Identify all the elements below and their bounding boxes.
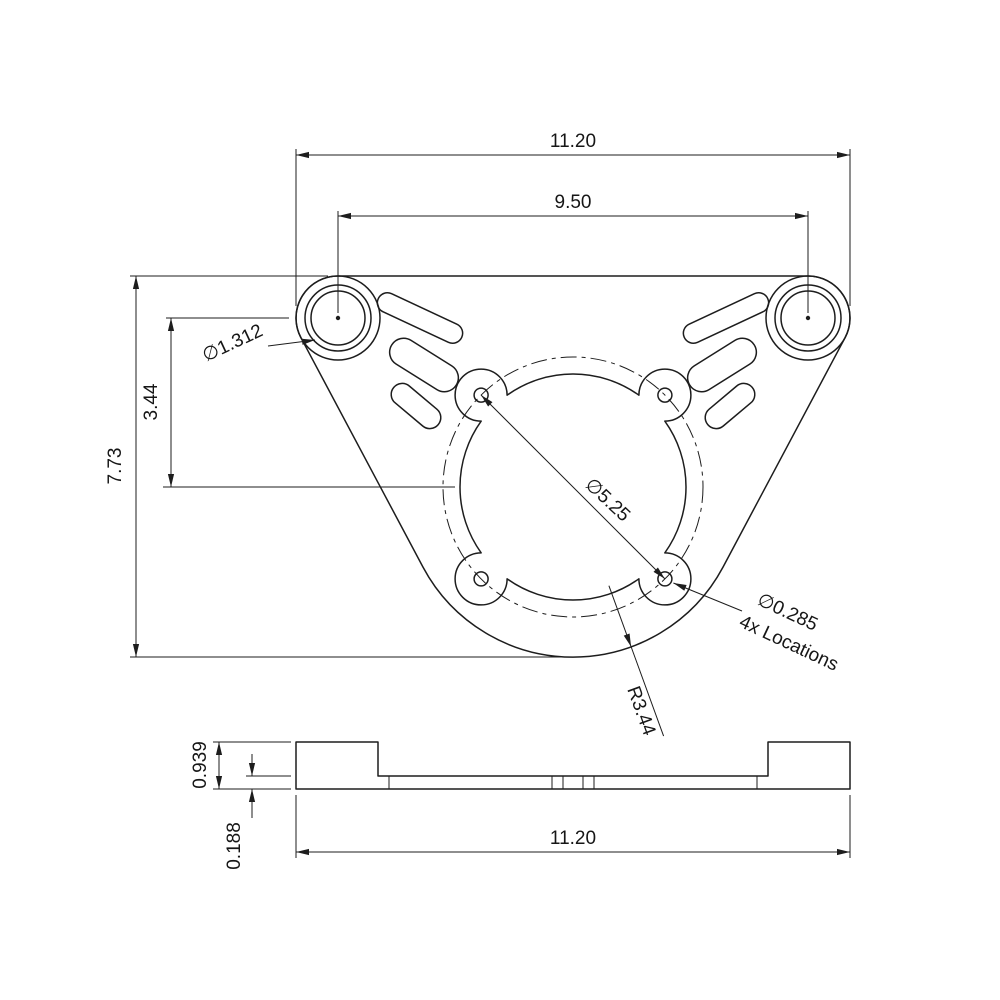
- slot-cutout: [388, 337, 460, 393]
- dim-plate-thickness-label: 0.188: [224, 822, 245, 870]
- dim-center-drop-label: 3.44: [141, 383, 162, 420]
- bolt-hole-bottom-left: [473, 571, 489, 587]
- side-profile-view: [295, 741, 851, 790]
- bolt-hole-top-right: [657, 387, 673, 403]
- front-view: [295, 275, 851, 658]
- dimension-line: [480, 394, 666, 580]
- side-profile-outline: [295, 741, 851, 790]
- center-mark: [805, 315, 811, 321]
- center-cutout-contour: [454, 368, 692, 606]
- slot-cutout: [682, 292, 770, 344]
- dim-boss-spacing-label: 9.50: [555, 192, 592, 213]
- slot-cutout: [376, 292, 464, 344]
- bolt-hole-top-left: [473, 387, 489, 403]
- dim-overall-width-side-label: 11.20: [550, 828, 596, 849]
- dim-boss-height-label: 0.939: [190, 741, 211, 789]
- side-view-dimensions: 0.939 0.188 11.20: [190, 741, 851, 870]
- leader-line: [608, 585, 665, 737]
- bolt-hole-bottom-right: [657, 571, 673, 587]
- dim-overall-width-label: 11.20: [550, 131, 596, 152]
- center-mark: [335, 315, 341, 321]
- bolt-circle-centerline: [442, 356, 704, 618]
- slot-cutout: [686, 337, 758, 393]
- slot-cutout: [704, 382, 756, 430]
- slot-cutout: [390, 382, 442, 430]
- dim-overall-height-label: 7.73: [105, 448, 126, 485]
